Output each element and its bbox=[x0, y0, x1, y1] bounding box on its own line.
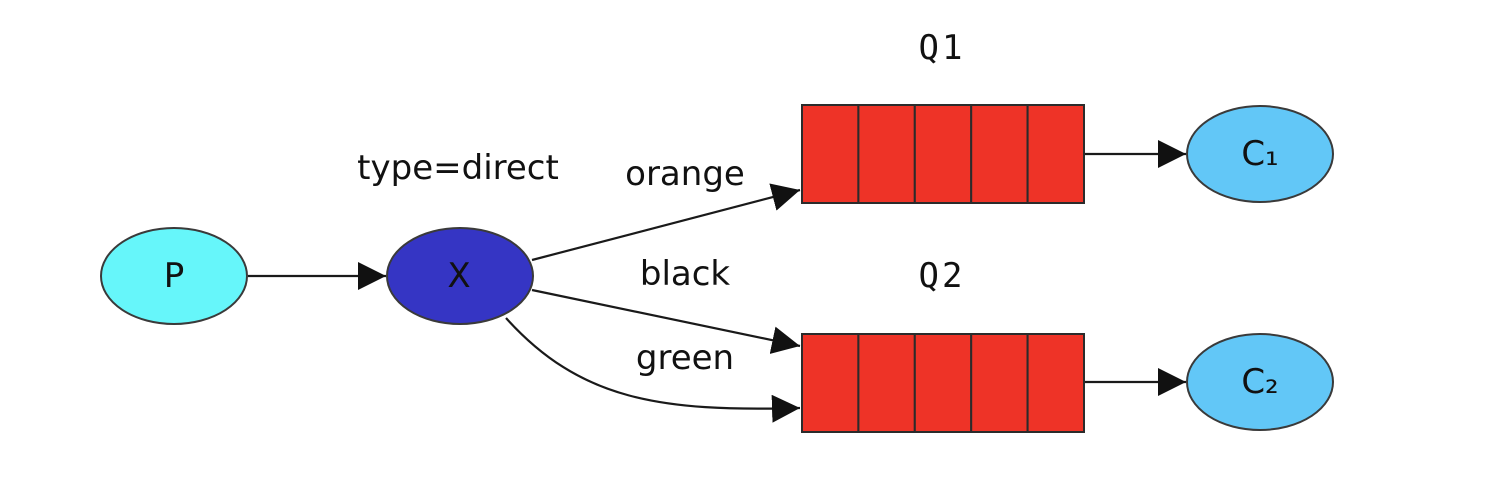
edge-exchange-to-q1 bbox=[531, 183, 801, 262]
consumer-2-ellipse bbox=[1186, 333, 1334, 431]
routing-key-orange: orange bbox=[625, 154, 745, 194]
queue-q1-cell bbox=[801, 104, 860, 204]
exchange-node: X type=direct bbox=[357, 148, 559, 325]
queue-q1-label: Q1 bbox=[919, 28, 966, 68]
edge-exchange-to-q2-green bbox=[505, 317, 801, 423]
consumer-1-label: C₁ bbox=[1241, 134, 1278, 174]
queue-q2-label: Q2 bbox=[919, 256, 966, 296]
queue-q2-cell bbox=[1026, 333, 1085, 433]
queue-q1-cell bbox=[913, 104, 973, 204]
exchange-type-label: type=direct bbox=[357, 148, 559, 188]
routing-key-black: black bbox=[640, 254, 731, 294]
producer-label: P bbox=[164, 256, 185, 296]
routing-key-green: green bbox=[636, 338, 734, 378]
queue-q1-cell bbox=[970, 104, 1029, 204]
exchange-ellipse bbox=[386, 227, 534, 325]
queue-q2: Q2 bbox=[801, 256, 1085, 433]
producer-ellipse bbox=[100, 227, 248, 325]
queue-q2-cell bbox=[913, 333, 973, 433]
exchange-label: X bbox=[447, 256, 470, 296]
queue-q1-cell bbox=[1026, 104, 1085, 204]
queue-q2-cells bbox=[801, 333, 1085, 433]
queue-q1-cells bbox=[801, 104, 1085, 204]
queue-q2-cell bbox=[801, 333, 860, 433]
queue-q2-cell bbox=[970, 333, 1029, 433]
edge-exchange-to-q2-black bbox=[531, 288, 801, 354]
consumer-1-ellipse bbox=[1186, 105, 1334, 203]
producer-node: P bbox=[100, 227, 248, 325]
consumer-2-node: C₂ bbox=[1186, 333, 1334, 431]
queue-q1: Q1 bbox=[801, 28, 1085, 204]
consumer-1-node: C₁ bbox=[1186, 105, 1334, 203]
queue-q1-cell bbox=[857, 104, 916, 204]
consumer-2-label: C₂ bbox=[1241, 362, 1278, 402]
queue-q2-cell bbox=[857, 333, 916, 433]
